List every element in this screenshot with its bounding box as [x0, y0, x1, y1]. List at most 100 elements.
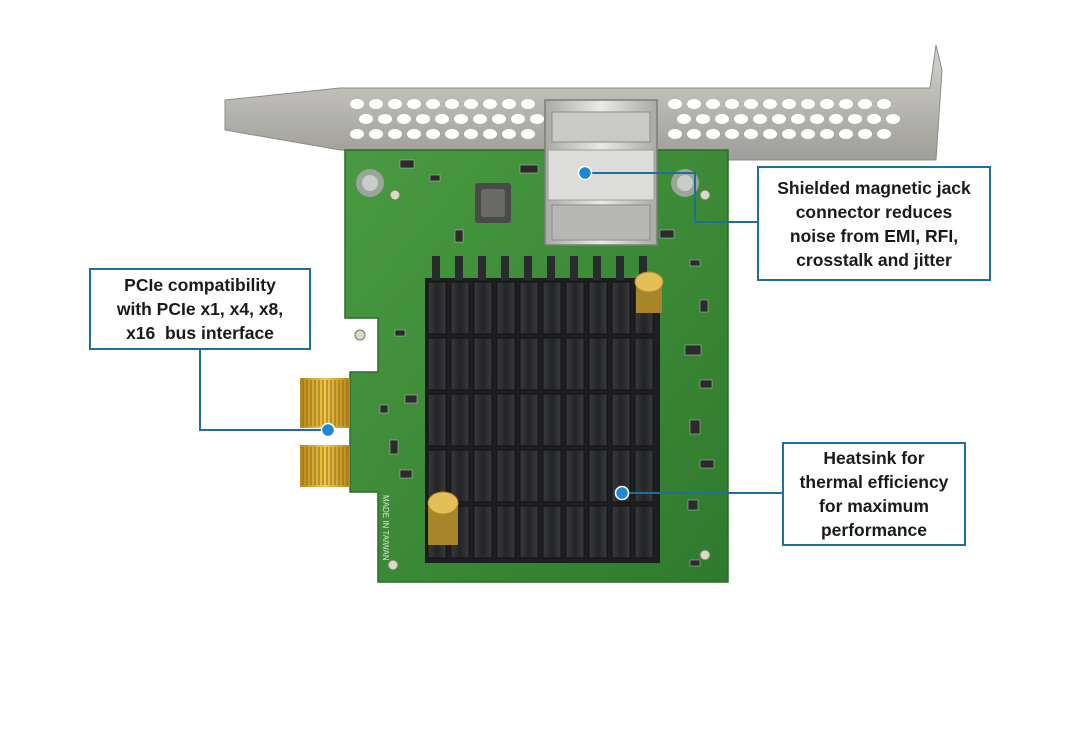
heatsink-fin — [542, 449, 562, 503]
smd-component — [687, 499, 699, 511]
vent-hole — [407, 129, 421, 139]
heatsink-fin-tip — [524, 256, 532, 280]
heatsink-fin — [588, 281, 608, 335]
heatsink-fin-tip — [570, 256, 578, 280]
vent-hole — [397, 114, 411, 124]
vent-hole — [511, 114, 525, 124]
leader-lines — [199, 172, 782, 494]
via-hole — [699, 189, 711, 201]
heatsink-fin — [565, 505, 585, 559]
vent-hole — [426, 99, 440, 109]
vent-hole — [801, 99, 815, 109]
vent-hole — [668, 99, 682, 109]
via-hole — [389, 189, 401, 201]
vent-hole — [772, 114, 786, 124]
heatsink-fin — [519, 337, 539, 391]
heatsink-fin — [542, 281, 562, 335]
vent-hole — [753, 114, 767, 124]
vent-hole — [829, 114, 843, 124]
vent-hole — [369, 99, 383, 109]
vent-hole — [483, 129, 497, 139]
vent-hole — [734, 114, 748, 124]
smd-component — [389, 439, 399, 455]
vent-hole — [744, 99, 758, 109]
vent-hole — [886, 114, 900, 124]
callout-line: for maximum — [819, 496, 929, 516]
heatsink-fin — [519, 281, 539, 335]
heatsink-pin-top — [634, 271, 664, 313]
heatsink-fin-tip — [593, 256, 601, 280]
heatsink-fin — [565, 393, 585, 447]
vent-hole — [744, 129, 758, 139]
smd-component — [689, 559, 701, 567]
heatsink-fin — [588, 337, 608, 391]
heatsink-fin — [565, 337, 585, 391]
vent-hole — [706, 129, 720, 139]
heatsink-fin — [519, 393, 539, 447]
callout-line: noise from EMI, RFI, — [789, 225, 959, 246]
vent-hole — [782, 129, 796, 139]
vent-hole — [359, 114, 373, 124]
heatsink-fin — [611, 393, 631, 447]
heatsink-fin — [473, 393, 493, 447]
vent-hole — [858, 99, 872, 109]
smd-component — [689, 419, 701, 435]
vent-hole — [350, 99, 364, 109]
bracket-screw-left — [356, 169, 384, 197]
heatsink-fin — [611, 281, 631, 335]
vent-hole — [782, 99, 796, 109]
smd-component — [519, 164, 539, 174]
vent-hole — [502, 99, 516, 109]
vent-hole — [839, 99, 853, 109]
heatsink-fin — [427, 281, 447, 335]
heatsink-fin-tip — [547, 256, 555, 280]
vent-hole — [530, 114, 544, 124]
smd-component — [659, 229, 675, 239]
vent-hole — [473, 114, 487, 124]
heatsink-fin — [450, 449, 470, 503]
vent-hole — [696, 114, 710, 124]
heatsink-fin-tip — [432, 256, 440, 280]
vent-hole — [801, 129, 815, 139]
heatsink-fin — [473, 449, 493, 503]
vent-hole — [521, 99, 535, 109]
vent-hole — [725, 129, 739, 139]
callout-line: Shielded magnetic jack — [777, 177, 971, 198]
vent-hole — [848, 114, 862, 124]
vent-hole — [464, 129, 478, 139]
vent-hole — [521, 129, 535, 139]
vent-hole — [725, 99, 739, 109]
callout-line: x16 bus interface — [126, 323, 274, 343]
vent-hole — [839, 129, 853, 139]
pcb-components — [354, 159, 715, 571]
vent-hole — [378, 114, 392, 124]
heatsink-fin — [565, 281, 585, 335]
vent-hole — [877, 129, 891, 139]
heatsink-fin — [634, 337, 654, 391]
vent-hole — [445, 99, 459, 109]
heatsink-fins — [427, 256, 654, 559]
leader-line-pcie — [199, 350, 328, 431]
smd-component — [699, 299, 709, 313]
vent-hole — [464, 99, 478, 109]
heatsink-pin-bottom — [427, 491, 459, 545]
vent-hole — [454, 114, 468, 124]
bracket-vent-holes — [350, 99, 900, 139]
vent-hole — [810, 114, 824, 124]
heatsink-fin-tip — [616, 256, 624, 280]
heatsink-fin — [565, 449, 585, 503]
vent-hole — [877, 99, 891, 109]
heatsink-fin — [450, 393, 470, 447]
heatsink-fin — [427, 337, 447, 391]
heatsink-fin — [519, 449, 539, 503]
callout-line: crosstalk and jitter — [796, 249, 952, 270]
heatsink-fin — [496, 393, 516, 447]
heatsink-fin — [611, 505, 631, 559]
vent-hole — [687, 129, 701, 139]
smd-component — [684, 344, 702, 356]
bracket-screw-right — [671, 169, 699, 197]
marker-dot-heatsink — [614, 485, 630, 501]
vent-hole — [502, 129, 516, 139]
vent-hole — [388, 129, 402, 139]
